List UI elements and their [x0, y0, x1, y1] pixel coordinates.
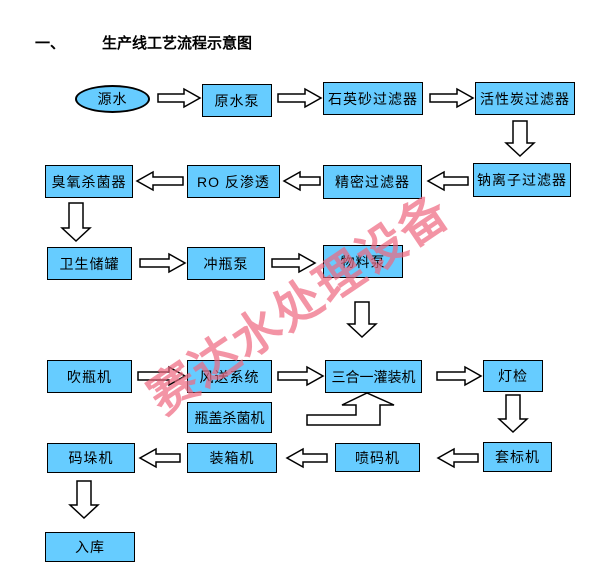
node-ozone-sterilizer-label: 臭氧杀菌器 — [51, 173, 127, 190]
node-warehouse: 入库 — [45, 532, 135, 562]
node-sodium-ion-filter: 钠离子过滤器 — [473, 163, 571, 197]
node-activated-carbon-filter-label: 活性炭过滤器 — [480, 90, 570, 107]
node-triblock-filler: 三合一灌装机 — [325, 360, 422, 393]
title-numbering: 一、 — [35, 35, 66, 52]
arrow-ozone-to-tank — [60, 202, 92, 243]
node-inkjet-printer-label: 喷码机 — [355, 449, 400, 466]
arrow-sodium-to-precision — [426, 170, 469, 192]
node-raw-water-pump: 原水泵 — [202, 84, 272, 117]
node-inkjet-printer: 喷码机 — [335, 443, 420, 472]
node-quartz-sand-filter-label: 石英砂过滤器 — [328, 90, 418, 107]
arrow-inkjet-to-casepacker — [285, 447, 328, 469]
node-air-conveyor-label: 风送系统 — [199, 368, 260, 385]
arrow-inspection-to-labeling — [497, 394, 529, 434]
node-activated-carbon-filter: 活性炭过滤器 — [475, 82, 575, 115]
node-bottle-rinsing-pump: 冲瓶泵 — [187, 247, 265, 280]
arrow-ro-to-ozone — [135, 170, 184, 192]
title-text: 生产线工艺流程示意图 — [102, 35, 253, 52]
node-sodium-ion-filter-label: 钠离子过滤器 — [477, 172, 567, 188]
node-case-packer-label: 装箱机 — [209, 450, 255, 466]
node-triblock-filler-label: 三合一灌装机 — [331, 368, 416, 385]
node-ro-reverse-osmosis-label: RO 反渗透 — [197, 173, 270, 190]
node-palletizer: 码垛机 — [47, 443, 135, 473]
arrow-quartz-to-carbon — [429, 87, 475, 109]
arrow-blower-to-conveyor — [137, 365, 187, 387]
node-palletizer-label: 码垛机 — [68, 450, 114, 466]
arrow-palletizer-to-warehouse — [68, 480, 100, 520]
arrow-casepacker-to-palletizer — [138, 447, 181, 469]
arrow-labeling-to-inkjet — [436, 447, 479, 469]
node-air-conveyor: 风送系统 — [187, 360, 272, 393]
node-sanitary-tank-label: 卫生储罐 — [59, 255, 120, 272]
node-bottle-rinsing-pump-label: 冲瓶泵 — [203, 255, 249, 272]
node-labeling-machine-label: 套标机 — [495, 449, 540, 465]
node-ozone-sterilizer: 臭氧杀菌器 — [45, 165, 133, 198]
node-precision-filter-label: 精密过滤器 — [335, 174, 410, 190]
node-quartz-sand-filter: 石英砂过滤器 — [323, 82, 423, 115]
node-raw-water-pump-label: 原水泵 — [214, 92, 260, 109]
arrow-cap-sterilizer-to-filler — [306, 392, 395, 426]
node-source-label: 源水 — [97, 91, 128, 107]
arrow-tank-to-rinsing-pump — [139, 252, 187, 274]
node-light-inspection: 灯检 — [483, 360, 543, 392]
node-cap-sterilizer-label: 瓶盖杀菌机 — [194, 409, 265, 426]
arrow-rinsing-to-material-pump — [271, 252, 317, 274]
page-title: 一、 生产线工艺流程示意图 — [35, 32, 252, 53]
arrow-carbon-to-sodium — [504, 120, 536, 158]
node-sanitary-tank: 卫生储罐 — [47, 247, 132, 280]
node-cap-sterilizer: 瓶盖杀菌机 — [187, 402, 272, 433]
node-source: 源水 — [75, 85, 150, 113]
arrow-precision-to-ro — [282, 170, 321, 192]
arrow-filler-to-inspection — [436, 365, 483, 387]
arrow-conveyor-to-filler — [277, 365, 325, 387]
arrow-source-to-raw-pump — [157, 87, 202, 109]
node-bottle-blower: 吹瓶机 — [47, 360, 132, 393]
node-bottle-blower-label: 吹瓶机 — [67, 368, 112, 385]
node-ro-reverse-osmosis: RO 反渗透 — [187, 165, 280, 198]
node-labeling-machine: 套标机 — [483, 442, 552, 472]
node-light-inspection-label: 灯检 — [498, 368, 528, 384]
node-material-pump-label: 物料泵 — [340, 253, 386, 270]
node-warehouse-label: 入库 — [75, 539, 105, 555]
node-precision-filter: 精密过滤器 — [323, 165, 422, 199]
arrow-raw-pump-to-quartz — [277, 87, 323, 109]
node-material-pump: 物料泵 — [323, 245, 403, 278]
node-case-packer: 装箱机 — [187, 443, 277, 473]
arrow-material-pump-to-filler — [346, 301, 378, 339]
